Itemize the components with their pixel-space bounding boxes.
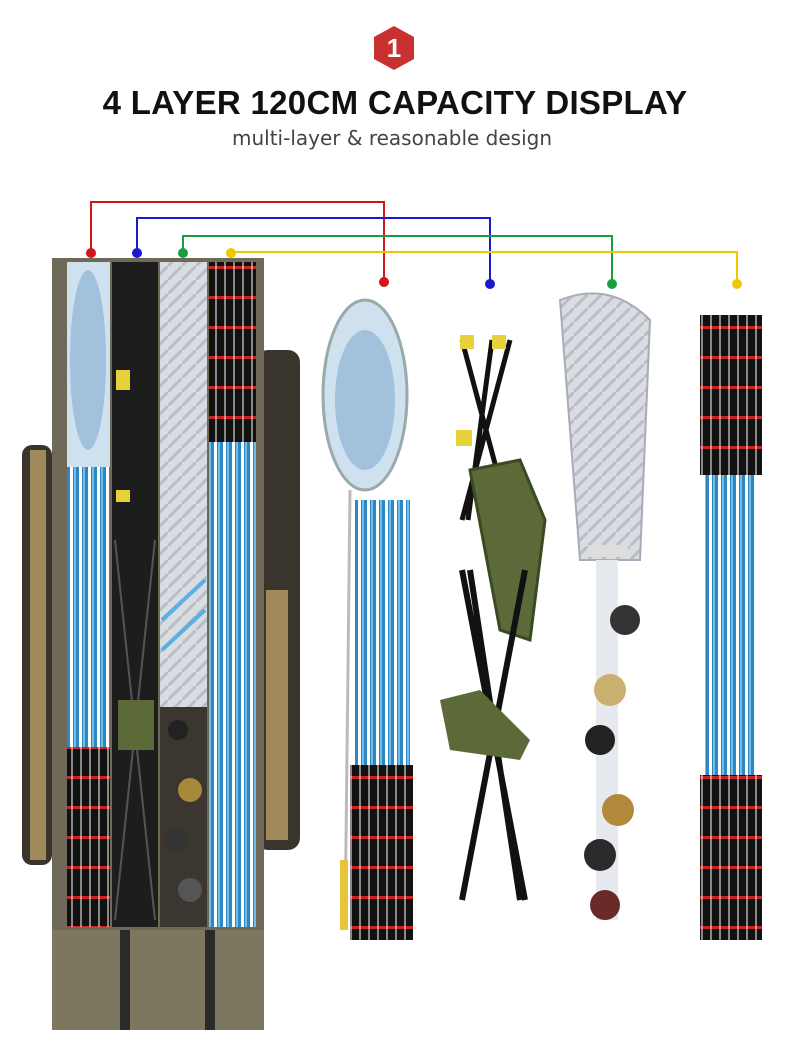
bag-compartment-umbrella: [160, 262, 207, 927]
connector-rods: [230, 251, 738, 284]
connector-dots: [86, 248, 742, 289]
page-title: 4 LAYER 120CM CAPACITY DISPLAY: [102, 84, 688, 121]
connector-umbrella: [182, 235, 613, 284]
bag-compartment-landing-net: [67, 262, 110, 927]
bag-compartment-rods: [209, 262, 256, 927]
fishing-rods-item: [700, 315, 762, 940]
umbrella-item: [558, 292, 652, 920]
page-subtitle: multi-layer & reasonable design: [232, 126, 553, 150]
step-badge-hexagon: [374, 26, 414, 70]
landing-net-item: [321, 298, 413, 940]
fishing-bag: [22, 258, 300, 1030]
bag-compartment-stool: [112, 262, 158, 927]
connector-landing-net: [90, 201, 385, 282]
step-number: 1: [386, 33, 402, 63]
folding-stool-item: [440, 335, 547, 901]
